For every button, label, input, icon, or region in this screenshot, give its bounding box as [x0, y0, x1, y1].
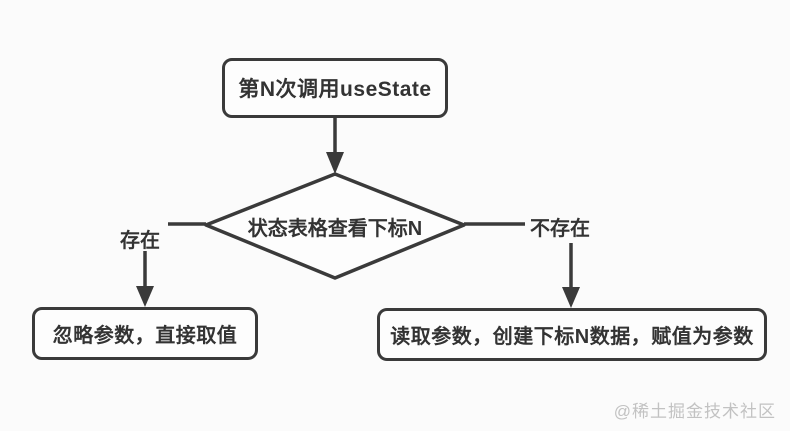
left-condition-label: 存在	[120, 230, 160, 252]
node-left-result: 忽略参数，直接取值	[32, 307, 258, 360]
node-right-result: 读取参数，创建下标N数据，赋值为参数	[377, 308, 767, 361]
node-decision-label: 状态表格查看下标N	[247, 217, 423, 240]
arrowhead-right-branch	[562, 287, 580, 308]
node-start: 第N次调用useState	[222, 58, 448, 118]
watermark: @稀土掘金技术社区	[613, 402, 776, 421]
decision-diamond-shape	[204, 172, 466, 280]
right-condition-label: 不存在	[530, 218, 590, 240]
arrowhead-start-to-decision	[326, 152, 344, 174]
arrowhead-left-branch	[136, 286, 154, 307]
